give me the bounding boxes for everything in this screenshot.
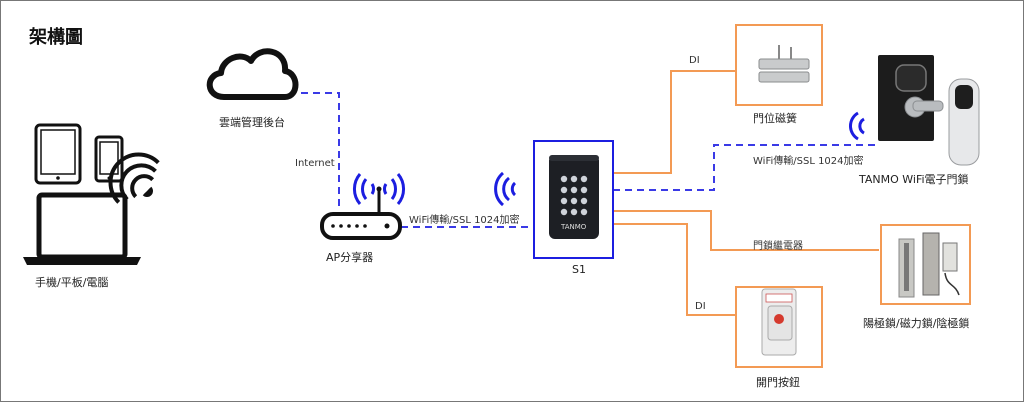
wifi-signal-icon-s1 xyxy=(494,171,517,207)
link-s1-wifilock xyxy=(613,144,876,191)
connections xyxy=(289,70,879,316)
brand-text: TANMO xyxy=(561,223,587,231)
router-icon xyxy=(320,186,402,240)
label-di-sensor: DI xyxy=(689,55,700,66)
exit-button-icon xyxy=(761,288,797,356)
label-ap: AP分享器 xyxy=(326,251,374,264)
label-wifi-ap-s1: WiFi傳輸/SSL 1024加密 xyxy=(409,215,520,226)
label-s1: S1 xyxy=(572,263,586,276)
s1-keypad-device xyxy=(549,155,599,239)
link-di-sensor xyxy=(613,70,736,174)
label-relay: 門鎖繼電器 xyxy=(753,241,803,252)
electric-locks-icon xyxy=(898,232,960,298)
label-devices: 手機/平板/電腦 xyxy=(35,276,109,289)
link-relay xyxy=(613,210,879,251)
page-title: 架構圖 xyxy=(29,27,83,48)
wifi-signal-icon-lock xyxy=(848,111,865,141)
label-exit-button: 開門按鈕 xyxy=(756,376,800,389)
magnetic-sensor-icon xyxy=(758,45,810,83)
cloud-icon xyxy=(206,48,299,100)
label-wifi-s1-lock: WiFi傳輸/SSL 1024加密 xyxy=(753,156,864,167)
label-door-sensor: 門位磁簧 xyxy=(753,112,797,125)
wifi-icon-devices xyxy=(108,152,160,204)
label-di-button: DI xyxy=(695,301,706,312)
link-di-button xyxy=(613,223,736,316)
label-locks: 陽極鎖/磁力鎖/陰極鎖 xyxy=(863,317,970,330)
wifi-signal-icon-ap xyxy=(353,173,405,205)
label-wifi-lock: TANMO WiFi電子門鎖 xyxy=(859,173,969,186)
label-internet: Internet xyxy=(295,158,335,169)
wifi-door-lock-icon xyxy=(878,55,980,166)
link-internet xyxy=(289,92,340,208)
devices-icon xyxy=(23,123,141,265)
label-cloud: 雲端管理後台 xyxy=(219,116,285,129)
